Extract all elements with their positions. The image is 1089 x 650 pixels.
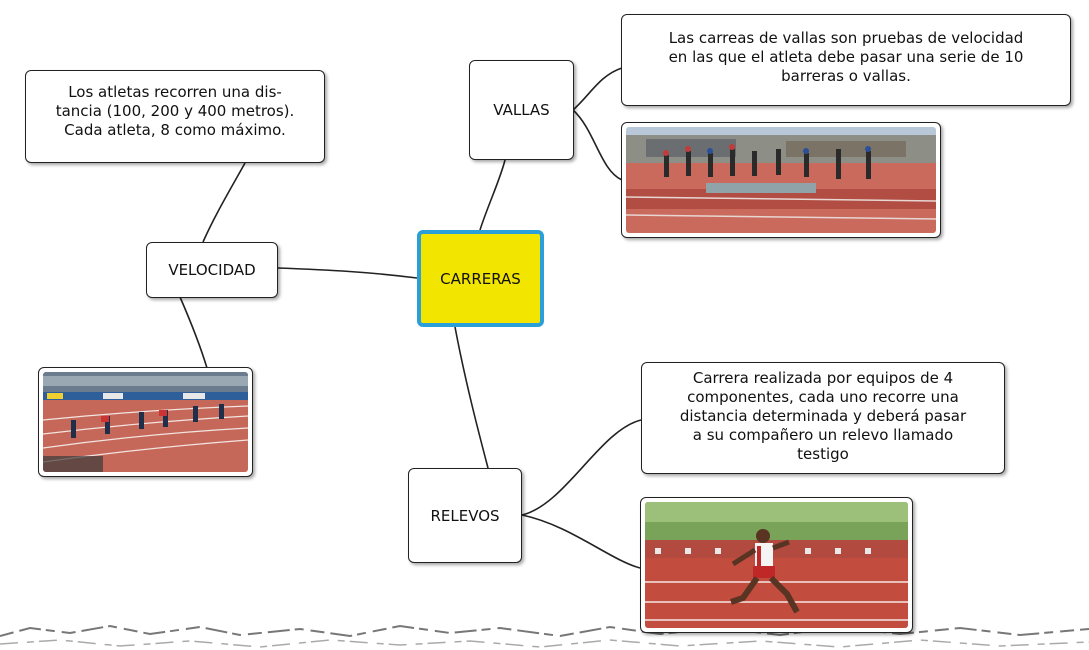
branch-vallas: VALLAS [469,60,574,160]
connector-center-relevos [454,326,489,469]
connector-velocidad-photo [179,296,208,369]
central-topic-carreras: CARRERAS [417,230,544,327]
velocidad-description: Los atletas recorren una dis- tancia (10… [25,70,325,163]
branch-relevos-label: RELEVOS [430,506,500,525]
connector-vallas-text [572,67,623,111]
connector-center-velocidad [277,267,418,279]
branch-relevos: RELEVOS [408,468,522,563]
relevos-description: Carrera realizada por equipos de 4 compo… [641,362,1005,474]
torn-edge-decoration [0,624,1089,638]
hurdles-race-photo [621,122,941,238]
central-topic-label: CARRERAS [440,269,521,288]
sprint-race-photo [38,367,253,477]
branch-velocidad: VELOCIDAD [146,242,278,298]
connector-relevos-text [521,419,642,516]
connector-center-vallas [479,159,506,231]
connector-relevos-photo [521,514,641,569]
relay-runner-photo [640,497,913,633]
connector-vallas-photo [572,109,623,181]
branch-vallas-label: VALLAS [493,101,550,119]
vallas-description: Las carreas de vallas son pruebas de vel… [621,14,1071,106]
branch-velocidad-label: VELOCIDAD [168,261,256,279]
connector-velocidad-text [202,162,246,243]
